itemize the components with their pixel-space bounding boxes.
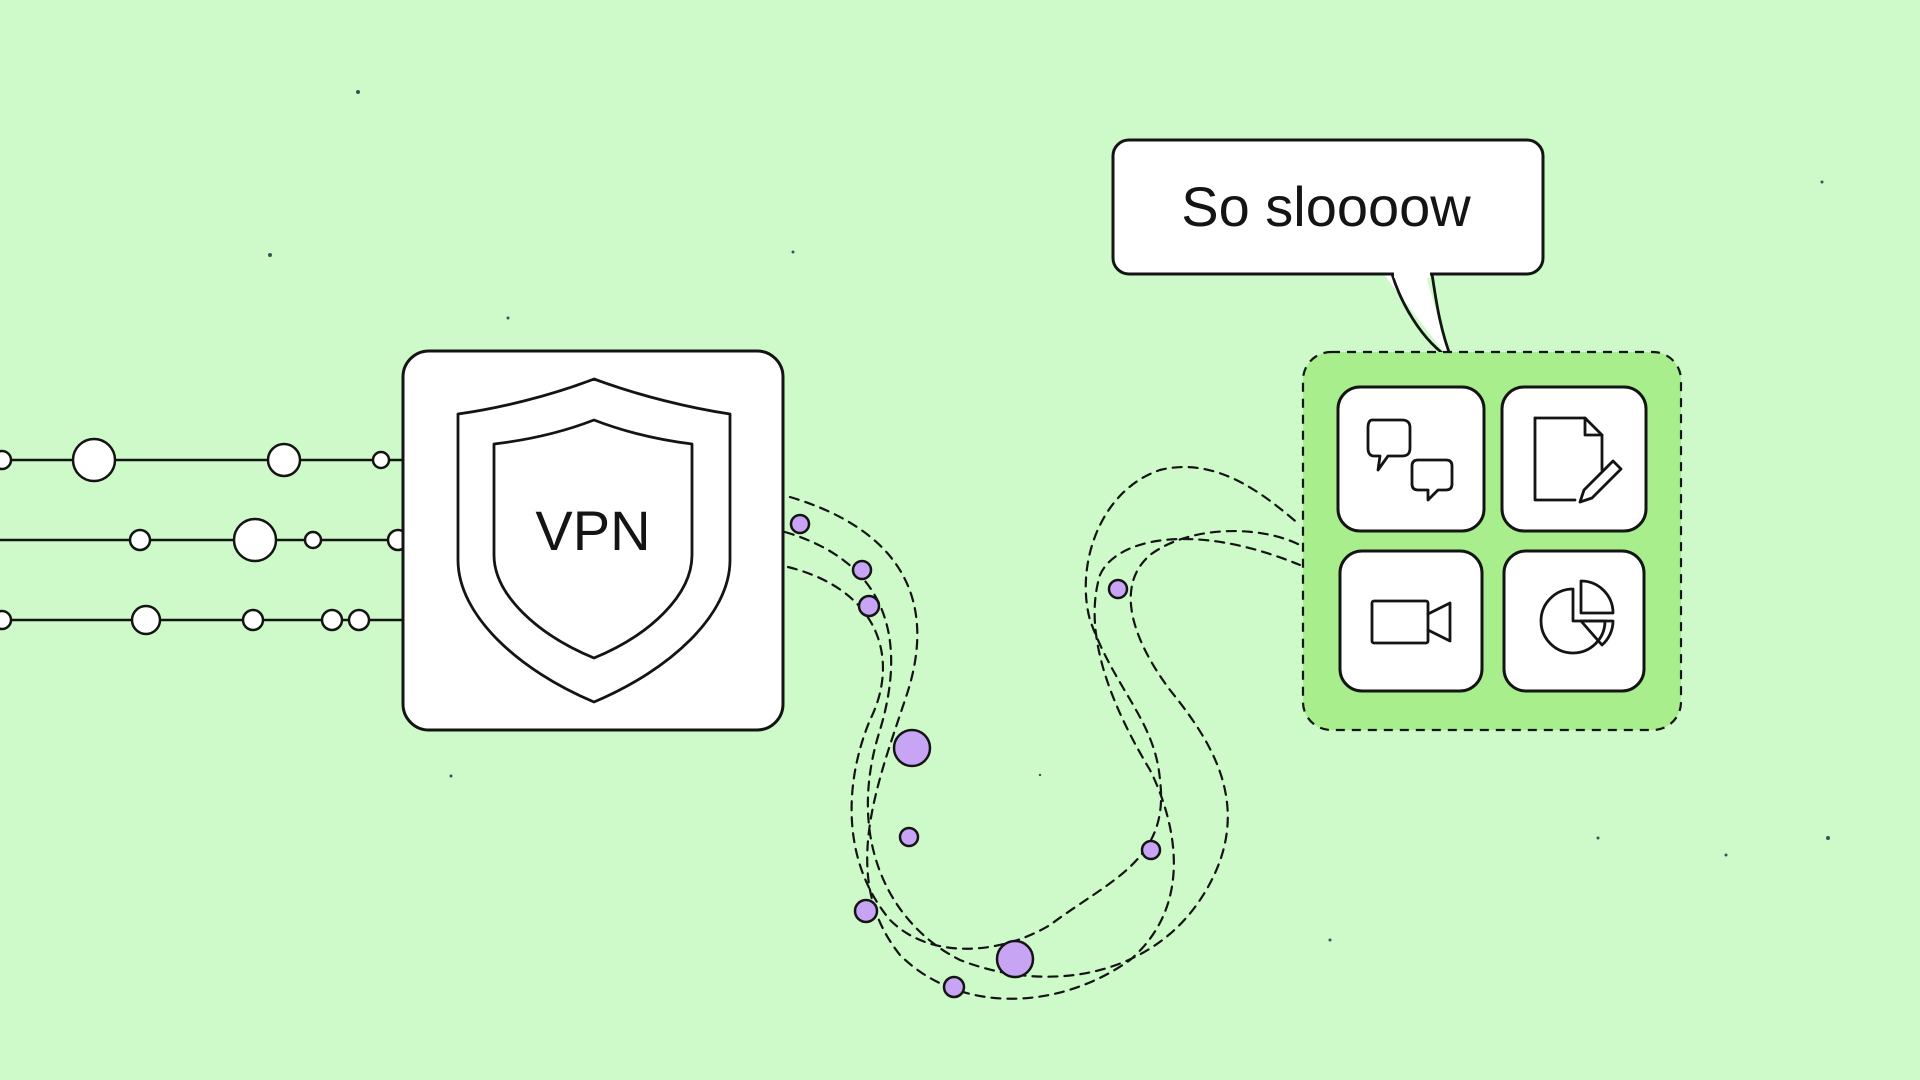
traffic-node bbox=[232, 517, 278, 563]
traffic-node bbox=[371, 450, 391, 470]
data-packet bbox=[892, 728, 932, 768]
app-tile-chart bbox=[1502, 549, 1646, 693]
data-packet bbox=[853, 898, 879, 924]
speech-bubble-text: So sloooow bbox=[1181, 175, 1471, 238]
traffic-node bbox=[71, 437, 117, 483]
app-tile-video bbox=[1338, 549, 1484, 693]
data-packet bbox=[789, 513, 811, 535]
traffic-node bbox=[347, 608, 371, 632]
apps-group bbox=[1301, 350, 1683, 732]
dashed-connection-paths bbox=[783, 465, 1302, 1000]
pie-chart-icon bbox=[1539, 579, 1615, 655]
traffic-node bbox=[266, 442, 302, 478]
data-packet bbox=[1140, 839, 1162, 861]
speech-bubble: So sloooow bbox=[1111, 138, 1545, 362]
traffic-node bbox=[128, 528, 152, 552]
data-packets bbox=[789, 513, 1162, 999]
data-packet bbox=[995, 939, 1035, 979]
traffic-node bbox=[0, 449, 13, 471]
incoming-traffic-lines bbox=[0, 437, 410, 636]
traffic-node bbox=[130, 604, 162, 636]
traffic-node bbox=[320, 608, 344, 632]
data-packet bbox=[1107, 578, 1129, 600]
data-packet bbox=[898, 826, 920, 848]
data-packet bbox=[942, 975, 966, 999]
vpn-label: VPN bbox=[535, 499, 650, 562]
app-tile-chat bbox=[1336, 385, 1486, 533]
shield-icon bbox=[456, 377, 732, 704]
vpn-card: VPN bbox=[401, 349, 785, 732]
document-edit-icon bbox=[1533, 416, 1623, 504]
background-specks bbox=[268, 90, 1830, 942]
chat-icon bbox=[1366, 418, 1454, 502]
app-tile-document bbox=[1500, 385, 1648, 533]
video-camera-icon bbox=[1370, 599, 1452, 645]
traffic-node bbox=[241, 608, 265, 632]
traffic-node bbox=[303, 530, 323, 550]
traffic-node bbox=[0, 609, 13, 631]
data-packet bbox=[851, 559, 873, 581]
data-packet bbox=[857, 594, 881, 618]
